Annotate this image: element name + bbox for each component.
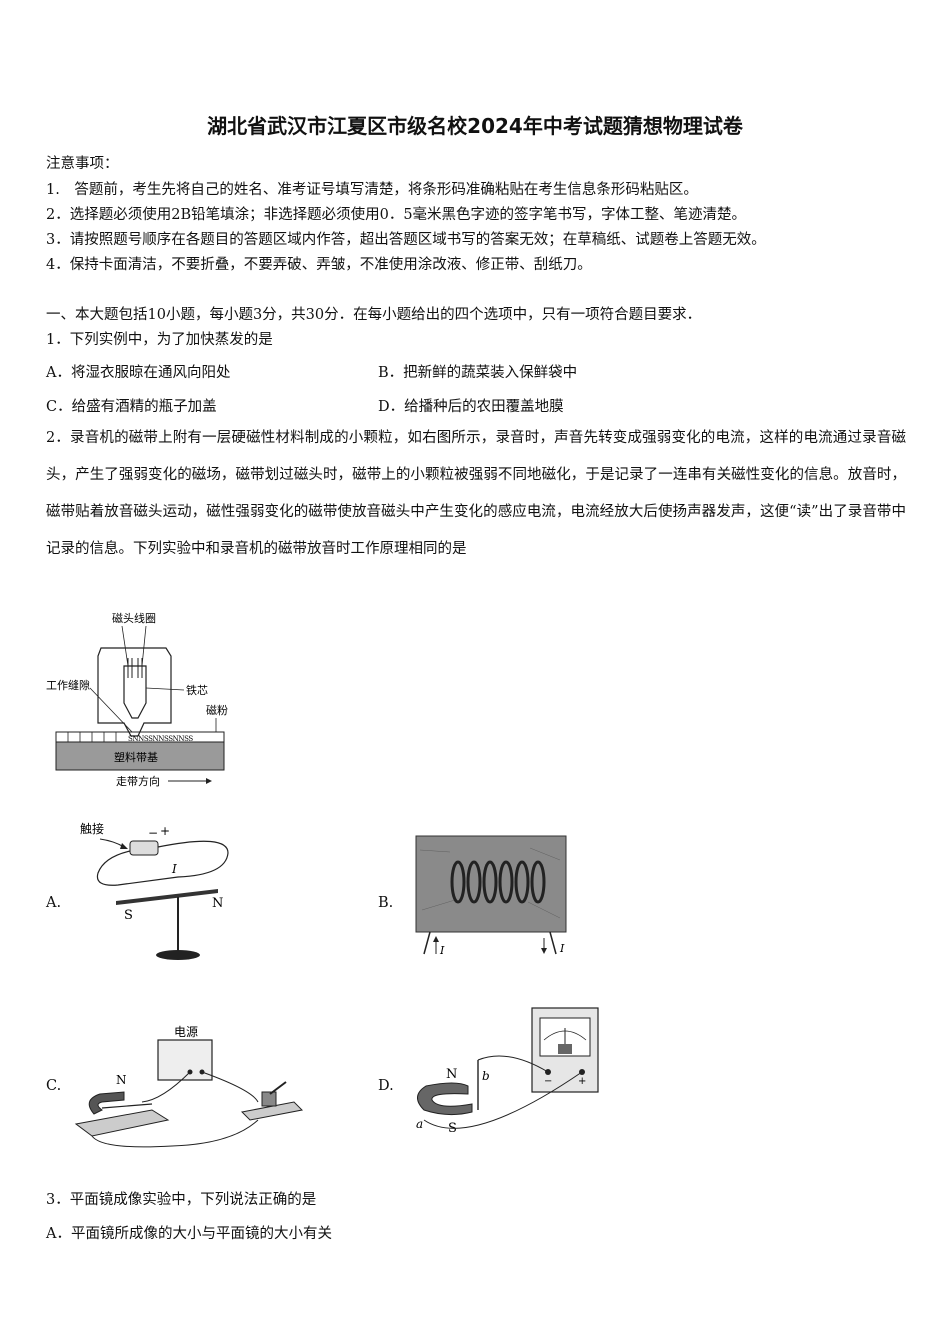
- notice-item-3: 3．请按照题号顺序在各题目的答题区域内作答，超出答题区域书写的答案无效；在草稿纸…: [46, 232, 766, 248]
- notice-item-4: 4．保持卡面清洁，不要折叠，不要弄破、弄皱，不准使用涂改液、修正带、刮纸刀。: [46, 257, 592, 273]
- magnet-n-label: N: [116, 1073, 127, 1087]
- needle-s-label: S: [124, 908, 133, 923]
- question-1-stem: 1．下列实例中，为了加快蒸发的是: [46, 332, 273, 348]
- battery-icon: [129, 840, 159, 856]
- tape-poles: SNNSSNNSSNNSS: [128, 735, 193, 743]
- core-label: 铁芯: [186, 683, 208, 697]
- current-label-left: I: [439, 944, 445, 957]
- switch-icon: [261, 1091, 277, 1107]
- q1-option-c: C．给盛有酒精的瓶子加盖: [46, 399, 217, 415]
- touch-label: 触接: [80, 821, 104, 836]
- battery-plus: +: [160, 824, 170, 838]
- question-2-stem: 2．录音机的磁带上附有一层硬磁性材料制成的小颗粒，如右图所示，录音时，声音先转变…: [46, 430, 906, 557]
- current-label-right: I: [559, 942, 565, 955]
- solenoid-iron-filings-figure: I I: [415, 835, 567, 957]
- needle-n-label: N: [212, 896, 223, 911]
- current-label: I: [171, 862, 177, 876]
- q3-option-a: A．平面镜所成像的大小与平面镜的大小有关: [46, 1226, 332, 1242]
- galvanometer-plus: +: [578, 1076, 586, 1087]
- notice-item-1: 1. 答题前，考生先将自己的姓名、准考证号填写清楚，将条形码准确粘贴在考生信息条…: [46, 182, 698, 198]
- tape-head-figure: 磁头线圈 工作缝隙 铁芯 磁粉 SNNSSNNSSNNSS 塑料带基 走带方向: [46, 611, 228, 788]
- q2-option-b-letter: B.: [378, 895, 394, 911]
- page-title: 湖北省武汉市江夏区市级名校2024年中考试题猜想物理试卷: [207, 114, 743, 138]
- question-3-stem: 3．平面镜成像实验中，下列说法正确的是: [46, 1192, 317, 1208]
- magnet-icon: [88, 1091, 125, 1115]
- q1-option-d: D．给播种后的农田覆盖地膜: [378, 399, 564, 415]
- oersted-experiment-figure: 触接 − + I S N: [80, 821, 229, 960]
- horseshoe-magnet-icon: [417, 1082, 473, 1116]
- galvanometer-minus: −: [544, 1076, 552, 1087]
- wire-b-label: b: [482, 1069, 490, 1083]
- notice-item-2: 2．选择题必须使用2B铅笔填涂；非选择题必须使用0．5毫米黑色字迹的签字笔书写，…: [46, 207, 747, 223]
- compass-needle-icon: [116, 889, 218, 905]
- notice-heading: 注意事项：: [46, 156, 119, 172]
- coil-label: 磁头线圈: [112, 611, 156, 625]
- battery-minus: −: [148, 826, 158, 840]
- tape-direction-label: 走带方向: [116, 774, 160, 788]
- powder-label: 磁粉: [206, 704, 228, 717]
- motor-principle-figure: 电源 N: [74, 1025, 304, 1148]
- electromagnetic-induction-figure: − + N S b a: [416, 1007, 599, 1136]
- magnet-n-label-d: N: [446, 1067, 457, 1082]
- q1-option-b: B．把新鲜的蔬菜装入保鲜袋中: [378, 365, 578, 381]
- gap-label: 工作缝隙: [46, 678, 90, 692]
- q2-option-c-letter: C.: [46, 1078, 62, 1094]
- power-supply-icon: [157, 1039, 213, 1081]
- tape-base-label: 塑料带基: [114, 750, 158, 764]
- q2-option-a-letter: A.: [46, 895, 62, 911]
- power-label: 电源: [174, 1025, 198, 1039]
- section-1-instructions: 一、本大题包括10小题，每小题3分，共30分．在每小题给出的四个选项中，只有一项…: [46, 307, 702, 323]
- q2-option-d-letter: D.: [378, 1078, 394, 1094]
- q1-option-a: A．将湿衣服晾在通风向阳处: [46, 365, 231, 381]
- wire-a-label: a: [416, 1117, 423, 1131]
